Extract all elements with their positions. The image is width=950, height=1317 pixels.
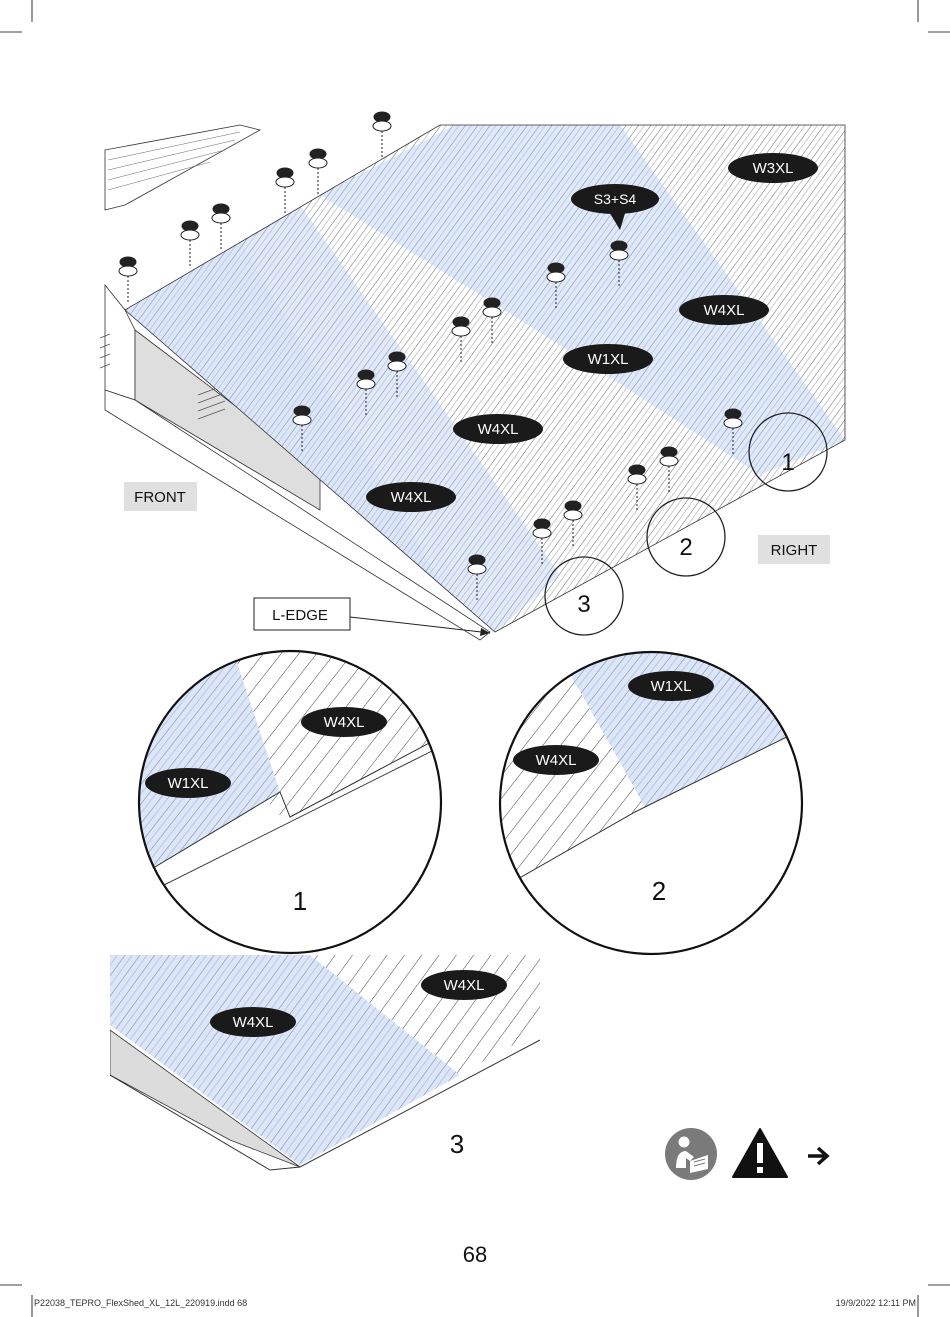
svg-text:W1XL: W1XL <box>651 678 692 695</box>
svg-text:W4XL: W4XL <box>391 489 432 506</box>
svg-text:W4XL: W4XL <box>704 302 745 319</box>
label-s3s4: S3+S4 <box>571 184 659 230</box>
label-w4xl-detail3-right: W4XL <box>421 970 507 1000</box>
label-w4xl-mid: W4XL <box>453 414 543 444</box>
svg-text:L-EDGE: L-EDGE <box>272 607 328 624</box>
warning-icon <box>732 1128 788 1178</box>
label-w4xl-right: W4XL <box>679 295 769 325</box>
label-w1xl: W1XL <box>563 344 653 374</box>
svg-text:W4XL: W4XL <box>324 714 365 731</box>
svg-text:S3+S4: S3+S4 <box>594 191 637 207</box>
svg-text:2: 2 <box>679 534 692 561</box>
detail-number-1: 1 <box>293 886 307 916</box>
svg-text:W4XL: W4XL <box>444 977 485 994</box>
label-w1xl-detail1: W1XL <box>145 768 231 798</box>
shed-body <box>99 124 491 641</box>
svg-text:RIGHT: RIGHT <box>771 542 818 559</box>
page-number: 68 <box>462 1242 488 1267</box>
panel-w1xl <box>320 125 845 475</box>
main-assembly-view: W3XL S3+S4 W4XL W1XL W4XL W4XL FRONT RIG… <box>99 111 846 641</box>
detail-number-2: 2 <box>652 876 666 906</box>
callout-circle-3: 3 <box>544 556 624 636</box>
svg-text:W1XL: W1XL <box>168 775 209 792</box>
svg-text:W4XL: W4XL <box>478 421 519 438</box>
footer-date: 19/9/2022 12:11 PM <box>835 1298 916 1308</box>
label-w3xl: W3XL <box>728 153 818 183</box>
arrow-right-icon <box>808 1146 830 1166</box>
label-w1xl-detail2: W1XL <box>628 671 714 701</box>
read-manual-icon <box>665 1128 717 1180</box>
svg-text:W4XL: W4XL <box>536 752 577 769</box>
front-tag: FRONT <box>124 482 197 511</box>
callout-circle-1: 1 <box>748 412 828 492</box>
label-w4xl-detail2: W4XL <box>513 745 599 775</box>
svg-text:W1XL: W1XL <box>588 351 629 368</box>
label-w4xl-detail1: W4XL <box>301 707 387 737</box>
label-w4xl-detail3-left: W4XL <box>210 1007 296 1037</box>
l-edge-tag: L-EDGE <box>253 597 491 636</box>
roof-screws <box>118 111 743 602</box>
label-w4xl-left: W4XL <box>366 482 456 512</box>
detail-view-3: W4XL W4XL 3 <box>110 955 540 1185</box>
callout-circle-2: 2 <box>646 497 726 577</box>
svg-text:3: 3 <box>577 591 590 618</box>
detail-view-1: W4XL W1XL 1 <box>137 649 443 955</box>
footer-file: P22038_TEPRO_FlexShed_XL_12L_220919.indd… <box>34 1298 248 1308</box>
detail-number-3: 3 <box>450 1129 464 1159</box>
right-tag: RIGHT <box>758 535 830 564</box>
svg-text:W3XL: W3XL <box>753 160 794 177</box>
detail-view-2: W1XL W4XL 2 <box>498 650 804 956</box>
svg-text:W4XL: W4XL <box>233 1014 274 1031</box>
svg-text:1: 1 <box>781 449 794 476</box>
svg-text:FRONT: FRONT <box>134 489 186 506</box>
